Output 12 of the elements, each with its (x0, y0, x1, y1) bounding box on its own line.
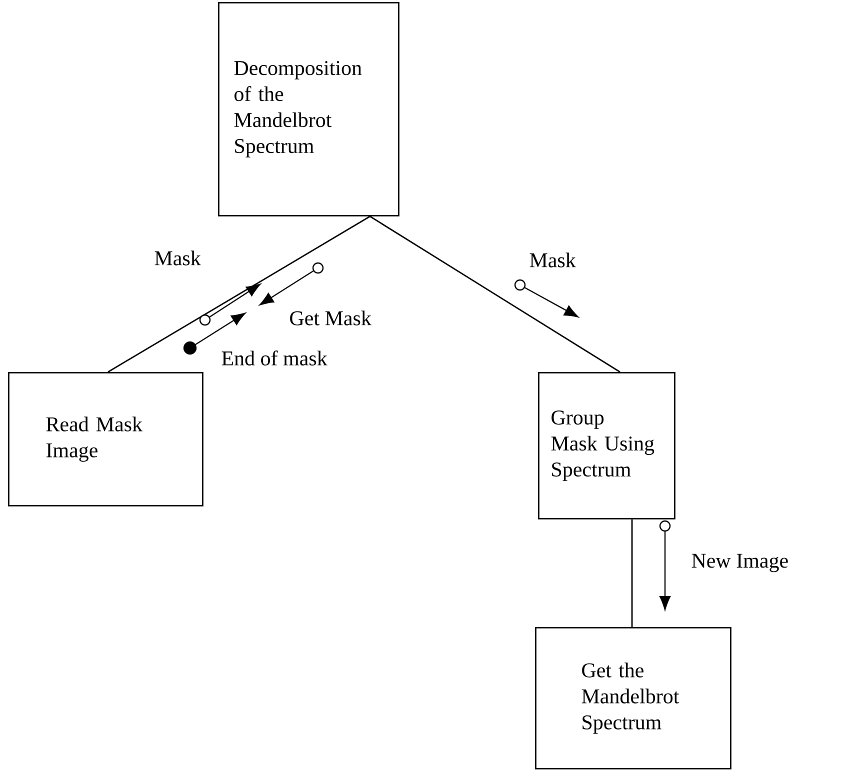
process-box: Get the Mandelbrot Spectrum (535, 627, 732, 770)
process-box: Decomposition of the Mandelbrot Spectrum (218, 2, 400, 216)
couple-label: New Image (692, 554, 788, 572)
couple-label: Get Mask (290, 310, 372, 326)
couple-label: Mask (154, 250, 201, 266)
couple-label: Mask (530, 252, 576, 268)
process-box: Group Mask Using Spectrum (538, 372, 676, 520)
connector-line (370, 216, 620, 373)
connector-line (108, 216, 370, 373)
process-box: Read Mask Image (8, 372, 204, 506)
couple-label: End of mask (222, 350, 328, 366)
connector-line (631, 519, 633, 627)
